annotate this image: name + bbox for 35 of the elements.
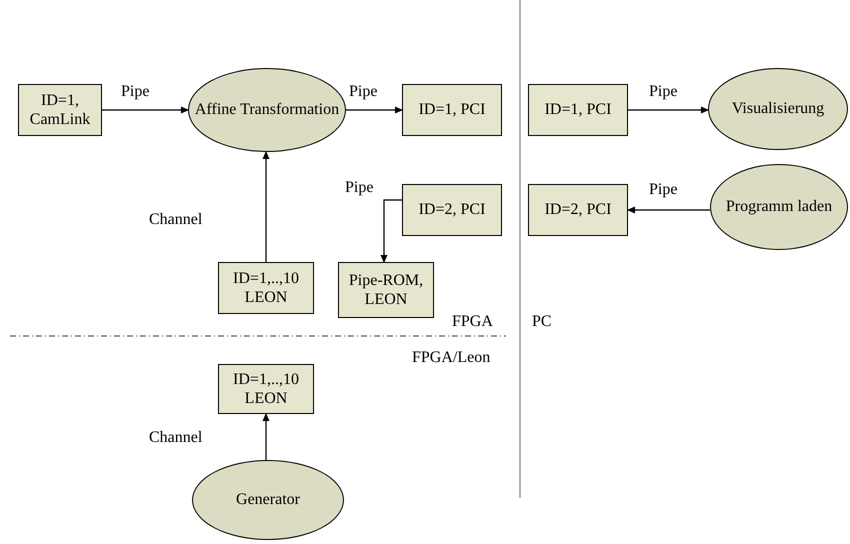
- edge-label: Pipe: [348, 84, 378, 100]
- region-label: FPGA: [452, 314, 493, 330]
- arrow: [102, 106, 189, 114]
- node-label: Programm laden: [724, 197, 834, 217]
- process-box: [402, 184, 502, 236]
- node-label: ID=1, CamLink: [28, 90, 92, 130]
- node-label: ID=1, PCI: [418, 100, 486, 120]
- edge-label: Pipe: [120, 84, 150, 100]
- arrow: [627, 206, 710, 214]
- process-box: [338, 262, 434, 318]
- process-box: [402, 84, 502, 136]
- node-label: ID=1,..,10 LEON: [232, 268, 300, 308]
- region-label: PC: [532, 314, 552, 330]
- node-label: ID=2, PCI: [544, 200, 612, 220]
- node-label: Pipe-ROM, LEON: [348, 270, 424, 310]
- process-box: [218, 262, 314, 314]
- node-label: ID=2, PCI: [418, 200, 486, 220]
- process-box: [18, 84, 102, 136]
- node-label: Visualisierung: [730, 99, 826, 119]
- node-label: Affine Transformation: [194, 100, 340, 120]
- edge-label: Pipe: [344, 180, 374, 196]
- process-box: [528, 84, 628, 136]
- process-box: [528, 184, 628, 236]
- arrow: [628, 106, 709, 114]
- edge-label: Pipe: [648, 182, 678, 198]
- arrow: [380, 199, 402, 263]
- arrow: [346, 106, 403, 114]
- edge-label: Pipe: [648, 84, 678, 100]
- node-label: ID=1,..,10 LEON: [232, 370, 300, 408]
- arrow: [262, 151, 270, 262]
- arrow: [262, 413, 270, 460]
- region-label: FPGA/Leon: [412, 350, 490, 366]
- process-box: [218, 364, 314, 414]
- node-label: Generator: [235, 490, 301, 510]
- node-label: ID=1, PCI: [544, 100, 612, 120]
